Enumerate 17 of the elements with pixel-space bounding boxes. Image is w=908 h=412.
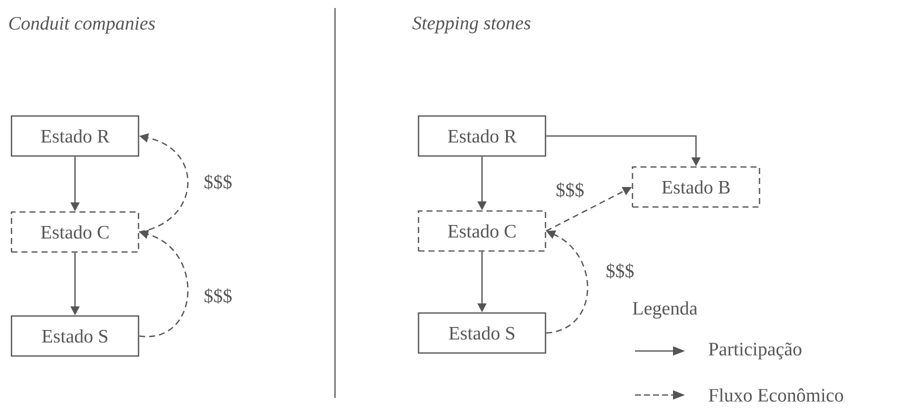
edge-label: $$$ [604,262,636,280]
state-box: Estado C [10,211,140,253]
edge-label: $$$ [202,173,234,191]
legend-text: Fluxo Econômico [708,388,844,402]
panel-title: Stepping stones [412,16,530,34]
arrow [546,230,588,334]
state-box: Estado S [418,312,546,354]
legend-text: Participação [708,342,802,360]
panel-title: Conduit companies [9,16,155,34]
legend-title: Legenda [632,301,698,319]
edge-label: $$$ [554,181,586,199]
state-box: Estado R [418,115,546,157]
state-box: Estado R [10,115,140,157]
state-box: Estado B [632,166,760,208]
state-box: Estado C [418,210,546,252]
edge-label: $$$ [202,287,234,305]
state-box: Estado S [10,315,140,357]
